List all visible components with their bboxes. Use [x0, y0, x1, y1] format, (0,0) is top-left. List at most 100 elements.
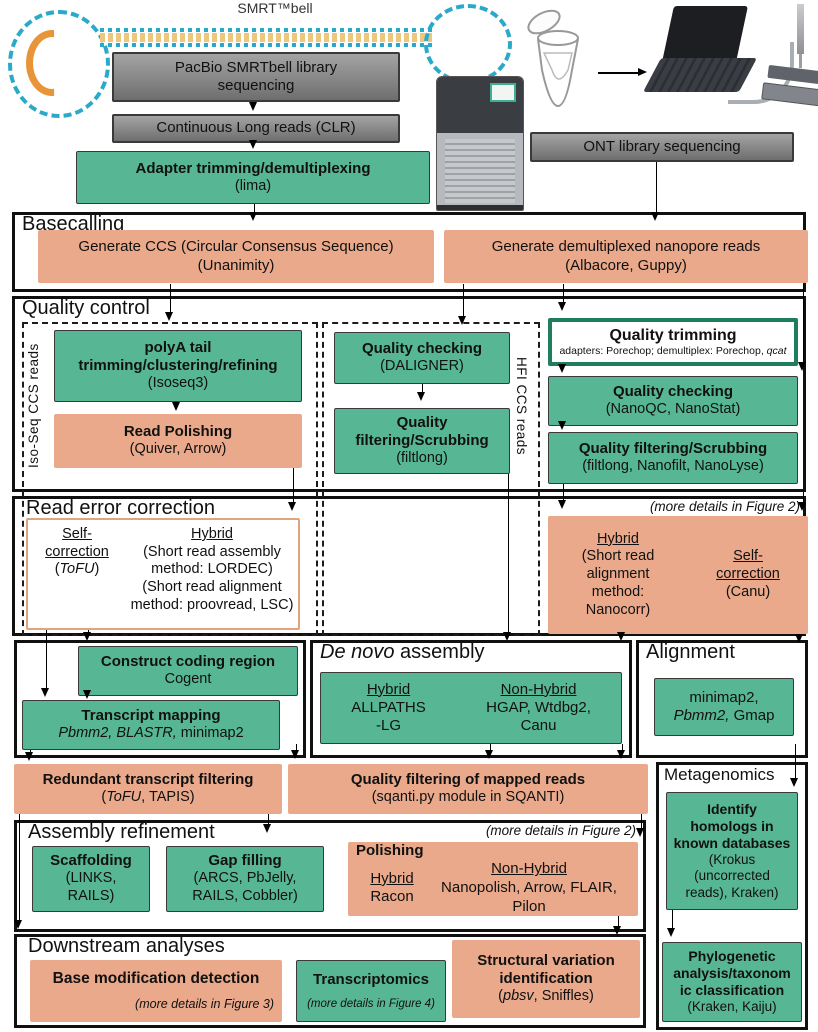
gap-filling-tools: (ARCS, PbJelly, RAILS, Cobbler) [192, 870, 298, 905]
flow-arrow [667, 910, 676, 937]
ont-hybrid-correction: Hybrid (Short read alignment method: Nan… [581, 530, 655, 618]
flow-arrow [249, 140, 258, 149]
smrtbell-strand-icon [100, 28, 432, 47]
quality-filtering-mid-tools: (filtlong) [396, 450, 448, 467]
continuous-long-reads-box: Continuous Long reads (CLR) [112, 114, 400, 143]
downstream-analyses-title: Downstream analyses [28, 935, 225, 957]
quality-checking-right-box: Quality checking (NanoQC, NanoStat) [548, 376, 798, 426]
quality-filtering-mapped-reads-tools: (sqanti.py module in SQANTI) [371, 789, 565, 806]
flow-arrow [598, 68, 647, 77]
quality-filtering-mapped-reads-box: Quality filtering of mapped reads (sqant… [288, 764, 648, 814]
flow-arrow [25, 750, 34, 761]
quality-trimming-box: Quality trimming adapters: Porechop; dem… [548, 318, 798, 366]
polya-trimming-tools: (Isoseq3) [147, 375, 209, 392]
flow-arrow [798, 284, 807, 371]
flow-arrow [558, 421, 567, 430]
structural-variation-title: Structural variation identification [477, 951, 615, 988]
denovo-nonhybrid: Non-Hybrid HGAP, Wtdbg2, Canu [486, 680, 591, 735]
read-polishing-tools: (Quiver, Arrow) [129, 441, 227, 458]
redundant-transcript-filtering-tools: (ToFU, TAPIS) [101, 789, 195, 806]
flow-arrow [651, 162, 660, 221]
continuous-long-reads-label: Continuous Long reads (CLR) [156, 119, 356, 137]
ar-more-details: (more details in Figure 2) [485, 823, 636, 838]
ont-library-sequencing-box: ONT library sequencing [530, 132, 794, 162]
denovo-assembly-box: Hybrid ALLPATHS -LG Non-Hybrid HGAP, Wtd… [320, 672, 622, 744]
phylogenetic-analysis-title: Phylogenetic analysis/taxonom ic classif… [673, 948, 791, 999]
hfi-lane-label: HFI CCS reads [514, 356, 529, 456]
construct-coding-region-tools: Cogent [164, 671, 212, 688]
quality-checking-right-title: Quality checking [612, 383, 734, 400]
gap-filling-box: Gap filling (ARCS, PbJelly, RAILS, Cobbl… [166, 846, 324, 912]
ont-error-correction-box: Hybrid (Short read alignment method: Nan… [548, 516, 808, 634]
redundant-transcript-filtering-box: Redundant transcript filtering (ToFU, TA… [14, 764, 282, 814]
polya-trimming-box: polyA tail trimming/clustering/refining … [54, 330, 302, 402]
base-modification-box: Base modification detection (more detail… [30, 960, 282, 1022]
gap-filling-title: Gap filling [208, 852, 282, 870]
generate-nanopore-reads-tools: (Albacore, Guppy) [565, 256, 687, 274]
quality-filtering-right-box: Quality filtering/Scrubbing (filtlong, N… [548, 432, 798, 484]
basecalling-title: Basecalling [22, 213, 125, 235]
generate-ccs-tools: (Unanimity) [197, 256, 275, 274]
transcript-mapping-title: Transcript mapping [81, 707, 221, 724]
phylogenetic-analysis-tools: (Kraken, Kaiju) [687, 999, 777, 1015]
flow-arrow [790, 744, 799, 787]
flow-arrow [613, 916, 622, 935]
identify-homologs-tools: (Krokus (uncorrected reads), Kraken) [685, 851, 779, 900]
transcriptomics-box: Transcriptomics (more details in Figure … [296, 960, 446, 1022]
flow-arrow [249, 102, 258, 111]
ont-library-sequencing-label: ONT library sequencing [583, 137, 741, 155]
flow-arrow [83, 690, 92, 699]
rec-more-details: (more details in Figure 2) [649, 499, 800, 514]
construct-coding-region-title: Construct coding region [100, 653, 276, 670]
laptop-minion-icon [642, 4, 818, 122]
pacbio-error-correction-box: Self- correction (ToFU) Hybrid (Short re… [26, 518, 300, 630]
alignment-tools-box: minimap2,Pbmm2, Gmap [654, 678, 794, 736]
flow-arrow [41, 630, 50, 697]
flow-arrow [485, 744, 494, 759]
flow-arrow [172, 402, 181, 411]
read-polishing-title: Read Polishing [123, 423, 233, 440]
smrtbell-adapter-icon [26, 30, 55, 96]
pacbio-self-correction: Self- correction (ToFU) [45, 526, 109, 578]
quality-filtering-mid-box: Quality filtering/Scrubbing (filtlong) [334, 408, 510, 474]
read-error-correction-title: Read error correction [26, 497, 215, 519]
redundant-transcript-filtering-title: Redundant transcript filtering [42, 771, 254, 788]
quality-checking-mid-tools: (DALIGNER) [380, 358, 464, 375]
generate-nanopore-reads-title: Generate demultiplexed nanopore reads [491, 238, 761, 256]
flow-arrow [165, 284, 174, 321]
scaffolding-tools: (LINKS, RAILS) [65, 870, 117, 905]
flow-arrow [249, 204, 258, 221]
scaffolding-box: Scaffolding (LINKS, RAILS) [32, 846, 150, 912]
smrtbell-loop-left-icon [8, 10, 110, 118]
quality-control-title: Quality control [22, 297, 150, 319]
structural-variation-box: Structural variation identification (pbs… [452, 940, 640, 1018]
assembly-refinement-title: Assembly refinement [28, 821, 215, 843]
pacbio-library-sequencing-box: PacBio SMRTbell library sequencing [112, 52, 400, 102]
flow-arrow [636, 814, 645, 837]
scaffolding-title: Scaffolding [50, 852, 132, 870]
flow-arrow [263, 814, 272, 833]
flow-arrow [288, 468, 297, 511]
quality-filtering-mapped-reads-title: Quality filtering of mapped reads [350, 771, 586, 788]
flow-arrow [617, 632, 626, 641]
quality-trimming-note: adapters: Porechop; demultiplex: Porecho… [559, 345, 787, 358]
flow-arrow [417, 384, 426, 401]
base-modification-note: (more details in Figure 3) [135, 996, 274, 1011]
quality-filtering-mid-title: Quality filtering/Scrubbing [355, 413, 489, 450]
quality-checking-mid-box: Quality checking (DALIGNER) [334, 332, 510, 384]
generate-ccs-box: Generate CCS (Circular Consensus Sequenc… [38, 230, 434, 283]
adapter-trimming-box: Adapter trimming/demultiplexing (lima) [76, 151, 430, 204]
construct-coding-region-box: Construct coding region Cogent [78, 646, 298, 696]
generate-ccs-title: Generate CCS (Circular Consensus Sequenc… [78, 238, 394, 256]
isoseq-lane-label: Iso-Seq CCS reads [26, 343, 41, 469]
flow-arrow [503, 474, 512, 641]
sequencer-machine-icon [436, 76, 524, 211]
flow-arrow [558, 364, 567, 373]
smrtbell-loop-right-icon [424, 4, 512, 84]
denovo-hybrid: Hybrid ALLPATHS -LG [351, 680, 426, 735]
sample-tube-icon [522, 8, 588, 118]
